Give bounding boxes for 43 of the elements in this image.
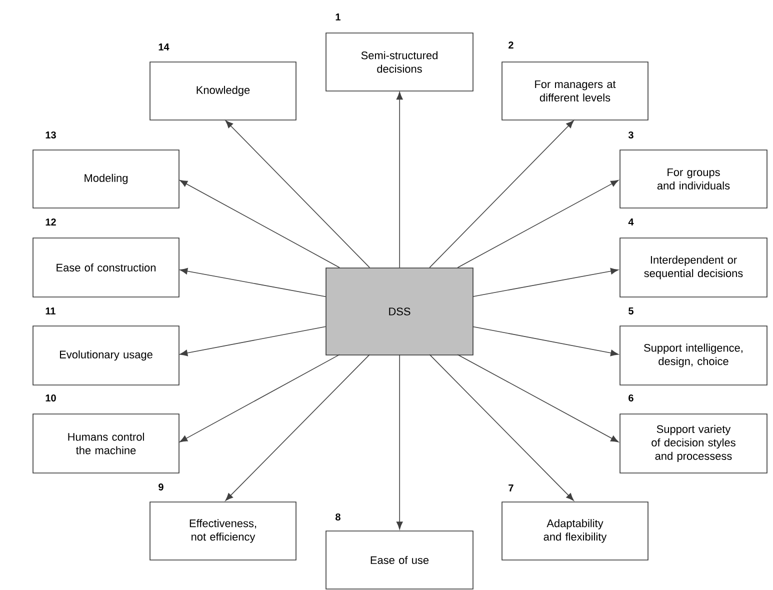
feature-box: Modeling (32, 150, 180, 208)
feature-box: Effectiveness, not efficiency (150, 502, 296, 560)
callout-number: 3 (628, 131, 634, 139)
feature-box: Knowledge (150, 62, 296, 120)
arrow (225, 120, 370, 268)
feature-box: Ease of construction (32, 238, 180, 298)
callout-number: 14 (158, 44, 170, 50)
feature-box: Semi-structured decisions (326, 32, 474, 92)
arrow (396, 354, 403, 530)
feature-box: Adaptability and flexibility (502, 502, 648, 560)
callout-number: 12 (46, 218, 56, 226)
arrow (180, 268, 326, 297)
feature-box: Ease of use (326, 530, 474, 590)
feature-box: For groups and individuals (620, 150, 768, 208)
arrow (180, 354, 340, 442)
feature-box: Humans control the machine (32, 414, 180, 474)
callout-number: 7 (508, 484, 514, 492)
feature-box: Support variety of decision styles and processess (620, 414, 768, 474)
arrow (457, 354, 619, 442)
callout-number: 9 (158, 483, 164, 490)
feature-box: For managers at different levels (502, 62, 648, 120)
callout-number: 13 (46, 131, 56, 139)
central-box: DSS (326, 268, 474, 356)
callout-number: 8 (336, 513, 340, 520)
arrow (457, 180, 619, 268)
arrow (472, 268, 618, 297)
feature-box: Interdependent or sequential decisions (620, 238, 768, 298)
arrow (429, 120, 574, 268)
callout-number: 4 (628, 218, 634, 226)
feature-box: Evolutionary usage (32, 326, 180, 386)
feature-box: Support intelligence, design, choice (620, 326, 768, 386)
callout-number: 11 (46, 308, 56, 314)
callout-number: 5 (628, 308, 634, 314)
arrow (429, 354, 574, 501)
arrow (180, 180, 340, 268)
callout-number: 6 (628, 394, 634, 402)
callout-number: 10 (46, 394, 56, 402)
callout-number: 2 (508, 42, 514, 48)
arrow (180, 326, 326, 356)
arrow (225, 354, 370, 501)
callout-number: 1 (336, 14, 340, 20)
arrow (472, 326, 618, 356)
arrow (396, 92, 403, 268)
